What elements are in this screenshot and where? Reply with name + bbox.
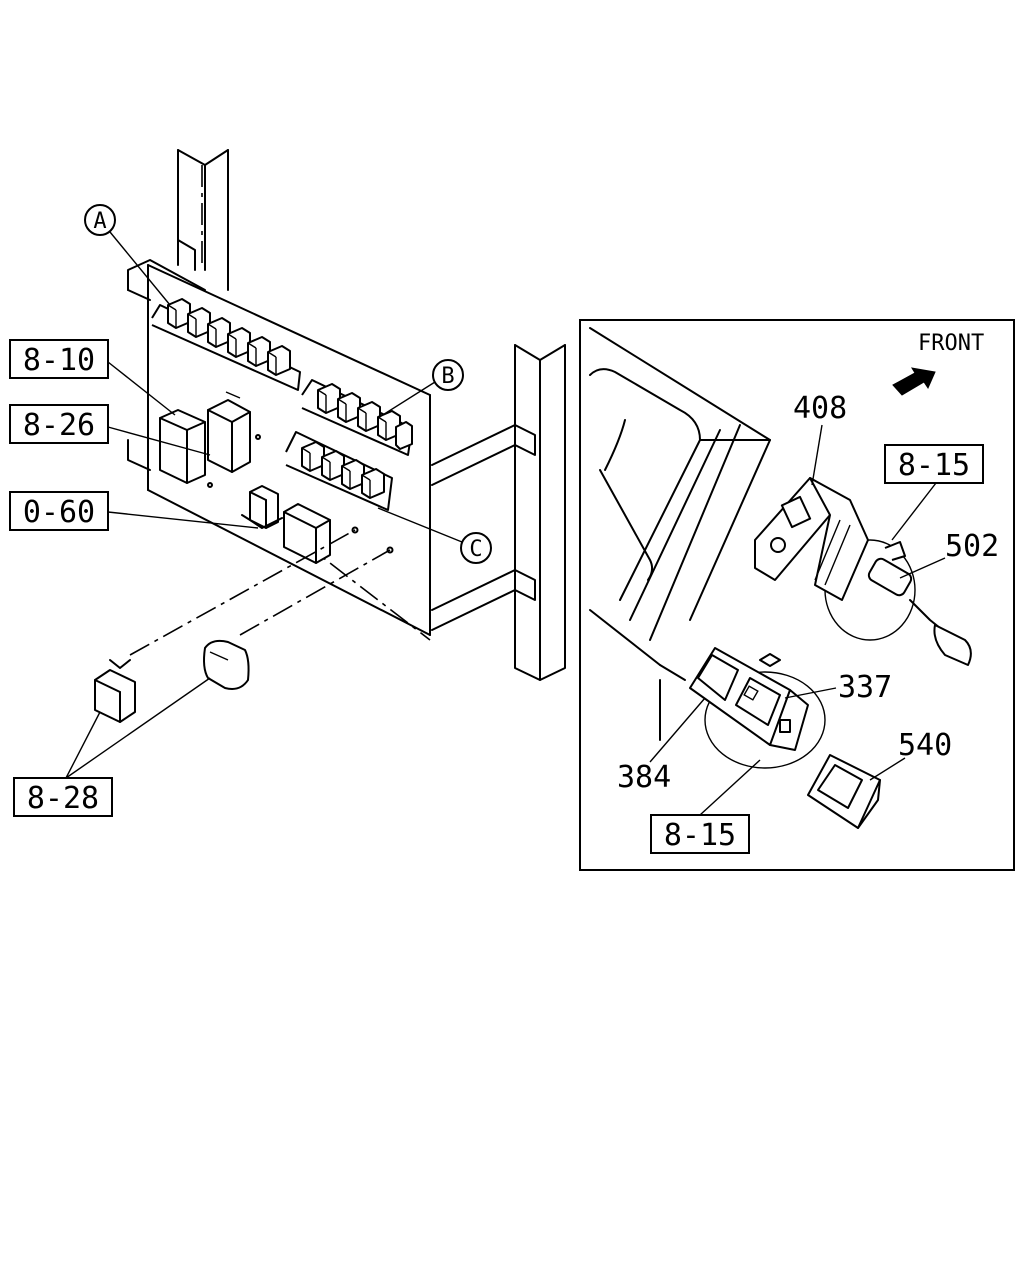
relay-block: [267, 345, 291, 376]
callout-b-label: B: [441, 364, 454, 389]
relay-block: [341, 459, 365, 490]
module-8-28-left: [94, 529, 356, 723]
pillar-left: [177, 149, 229, 291]
relay-block: [187, 307, 211, 338]
relay-block: [167, 298, 191, 329]
callout-c: C: [377, 507, 492, 564]
switch-384-337: [689, 647, 826, 769]
relay-block: [357, 401, 381, 432]
relay-block: [395, 421, 413, 450]
front-arrow-icon: [892, 367, 936, 396]
cover-540: [807, 754, 881, 829]
ref-8-15-top-label: 8-15: [898, 448, 970, 483]
connector-502: [867, 541, 972, 666]
module-8-26: [207, 391, 251, 473]
ref-8-26-label: 8-26: [23, 408, 95, 443]
relay-block: [207, 317, 231, 348]
relay-panel-board: [147, 264, 431, 641]
inset-panel: FRONT: [579, 319, 1015, 871]
module-8-28-right: [203, 549, 391, 690]
module-8-10: [159, 409, 206, 484]
module-box: [283, 503, 331, 564]
ref-box-8-15-top: 8-15: [884, 444, 984, 541]
part-384-label: 384: [617, 760, 671, 795]
part-502-label: 502: [945, 529, 999, 564]
ref-8-15-bottom-label: 8-15: [664, 818, 736, 853]
ref-box-8-15-bottom: 8-15: [650, 759, 761, 854]
ref-box-8-10: 8-10: [9, 339, 176, 416]
part-540-label: 540: [898, 728, 952, 763]
callout-c-label: C: [469, 537, 482, 562]
callout-a-label: A: [93, 209, 106, 234]
relay-0-60: [241, 485, 283, 529]
callout-b: B: [377, 359, 464, 419]
relay-row-c: [285, 431, 393, 511]
mounting-bracket-left: [127, 259, 206, 471]
ref-box-8-26: 8-26: [9, 404, 211, 456]
relay-block: [337, 392, 361, 423]
relay-row-b: [301, 379, 413, 456]
part-408-label: 408: [793, 391, 847, 426]
ref-8-28-label: 8-28: [27, 781, 99, 816]
pillar-right: [431, 344, 566, 681]
ref-0-60-label: 0-60: [23, 495, 95, 530]
front-label: FRONT: [918, 331, 984, 356]
relay-block: [247, 336, 271, 367]
relay-block: [227, 327, 251, 358]
relay-block: [321, 450, 345, 481]
callout-a: A: [84, 204, 171, 306]
switch-408: [754, 477, 916, 641]
ref-8-10-label: 8-10: [23, 343, 95, 378]
relay-block: [361, 468, 385, 499]
dashboard-frame: [589, 327, 771, 741]
ref-box-0-60: 0-60: [9, 491, 259, 531]
ref-box-8-28: 8-28: [13, 677, 211, 817]
relay-block: [317, 383, 341, 414]
relay-row-a: [151, 298, 301, 391]
part-337-label: 337: [838, 670, 892, 705]
relay-block: [301, 441, 325, 472]
